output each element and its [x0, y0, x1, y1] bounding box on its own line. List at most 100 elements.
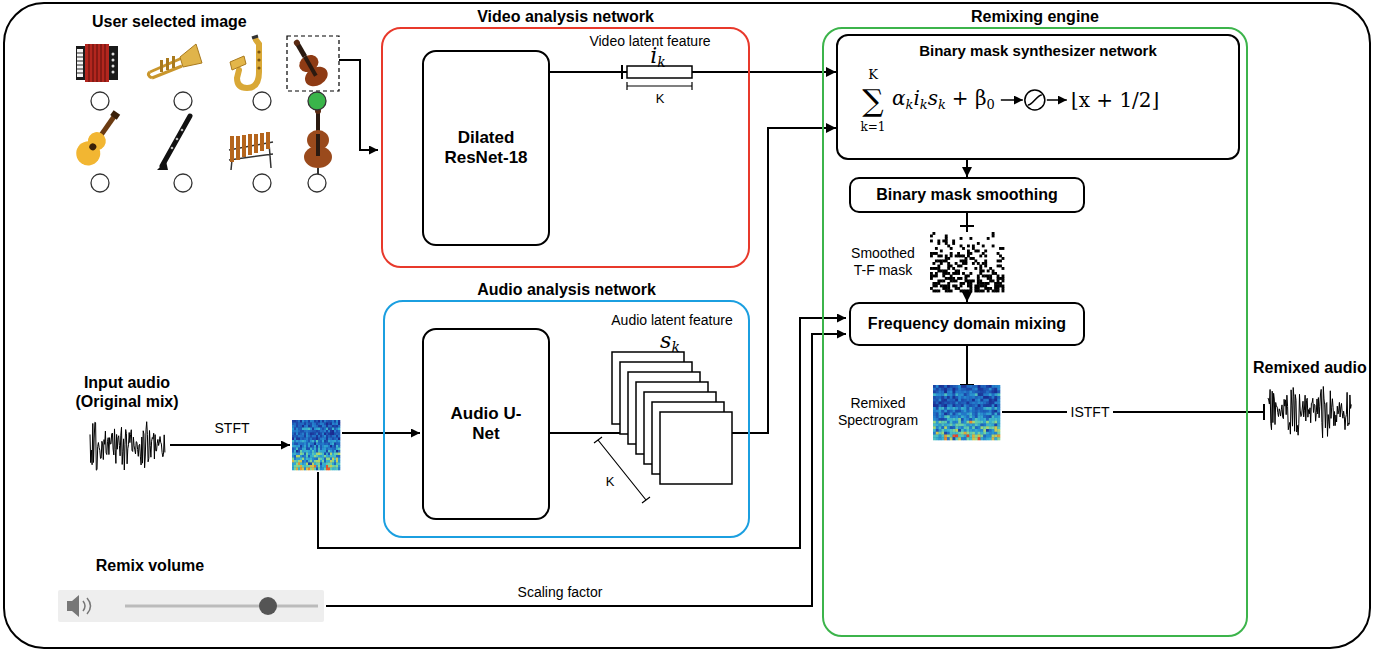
- line-label: Scaling factor: [518, 584, 603, 601]
- remixed-spectrogram: [950, 404, 953, 407]
- tf-mask-image: [932, 267, 935, 270]
- input-spectrogram: [314, 445, 316, 448]
- input-spectrogram: [324, 443, 326, 446]
- input-spectrogram: [294, 425, 296, 428]
- remixed-spectrogram: [958, 396, 961, 399]
- remixed-spectrogram: [958, 391, 961, 394]
- saxophone-icon: [257, 50, 260, 53]
- input-spectrogram: [330, 450, 332, 453]
- input-spectrogram: [292, 468, 294, 471]
- input-spectrogram: [296, 428, 298, 431]
- input-spectrogram: [300, 443, 302, 446]
- remixed-spectrogram: [933, 388, 936, 391]
- input-spectrogram: [306, 465, 308, 468]
- tf-mask-image: [977, 280, 980, 283]
- input-spectrogram: [320, 468, 322, 471]
- input-spectrogram: [330, 440, 332, 443]
- section-heading: Input audio (Original mix): [57, 373, 197, 411]
- remixed-spectrogram: [944, 393, 947, 396]
- input-spectrogram: [314, 440, 316, 443]
- input-spectrogram: [292, 455, 294, 458]
- accordion-icon: [77, 53, 83, 73]
- input-spectrogram: [312, 443, 314, 446]
- input-spectrogram: [328, 443, 330, 446]
- input-spectrogram: [304, 443, 306, 446]
- input-spectrogram: [326, 465, 328, 468]
- input-spectrogram: [312, 460, 314, 463]
- tf-mask-image: [979, 282, 982, 285]
- input-spectrogram: [326, 440, 328, 443]
- tf-mask-image: [957, 272, 960, 275]
- remixed-spectrogram: [975, 418, 978, 421]
- remixed-spectrogram: [953, 404, 956, 407]
- remixed-spectrogram: [961, 402, 964, 405]
- input-spectrogram: [308, 448, 310, 451]
- input-spectrogram: [316, 455, 318, 458]
- remixed-spectrogram: [936, 391, 939, 394]
- remixed-spectrogram: [978, 404, 981, 407]
- input-spectrogram: [320, 435, 322, 438]
- input-spectrogram: [294, 430, 296, 433]
- remixed-spectrogram: [969, 435, 972, 438]
- input-spectrogram: [338, 435, 340, 438]
- remixed-spectrogram: [989, 396, 992, 399]
- input-spectrogram: [314, 453, 316, 456]
- input-spectrogram: [314, 448, 316, 451]
- input-spectrogram: [298, 423, 300, 426]
- remixed-spectrogram: [958, 410, 961, 413]
- remixed-spectrogram: [967, 404, 970, 407]
- remixed-spectrogram: [936, 404, 939, 407]
- input-spectrogram: [320, 450, 322, 453]
- input-spectrogram: [298, 460, 300, 463]
- input-spectrogram: [312, 428, 314, 431]
- remixed-spectrogram: [950, 396, 953, 399]
- input-spectrogram: [322, 435, 324, 438]
- input-spectrogram: [314, 463, 316, 466]
- input-spectrogram: [338, 445, 340, 448]
- remixed-spectrogram: [983, 415, 986, 418]
- input-spectrogram: [294, 465, 296, 468]
- tf-mask-image: [982, 282, 985, 285]
- remixed-spectrogram: [972, 402, 975, 405]
- input-spectrogram: [322, 430, 324, 433]
- remixed-spectrogram: [989, 415, 992, 418]
- tf-mask-image: [962, 272, 965, 275]
- remixed-spectrogram: [953, 424, 956, 427]
- remixed-spectrogram: [964, 399, 967, 402]
- tf-mask-image: [952, 240, 955, 243]
- input-spectrogram: [324, 430, 326, 433]
- remixed-spectrogram: [936, 399, 939, 402]
- input-spectrogram: [308, 425, 310, 428]
- selected-radio-button: [308, 92, 326, 110]
- input-spectrogram: [328, 460, 330, 463]
- remixed-spectrogram: [941, 404, 944, 407]
- tf-mask-image: [987, 275, 990, 278]
- input-spectrogram: [302, 420, 304, 423]
- remixed-spectrogram: [992, 429, 995, 432]
- tf-mask-image: [982, 285, 985, 288]
- remixed-spectrogram: [975, 421, 978, 424]
- remixed-spectrogram: [964, 432, 967, 435]
- tf-mask-image: [960, 255, 963, 258]
- remixed-spectrogram: [941, 413, 944, 416]
- input-spectrogram: [318, 460, 320, 463]
- input-spectrogram: [324, 420, 326, 423]
- remixed-spectrogram: [950, 391, 953, 394]
- tf-mask-image: [932, 262, 935, 265]
- tf-mask-image: [972, 257, 975, 260]
- remixed-spectrogram: [961, 393, 964, 396]
- input-spectrogram: [316, 423, 318, 426]
- remixed-spectrogram: [997, 404, 1000, 407]
- input-spectrogram: [306, 448, 308, 451]
- remixed-spectrogram: [950, 407, 953, 410]
- input-spectrogram: [306, 435, 308, 438]
- input-spectrogram: [298, 425, 300, 428]
- remixed-spectrogram: [967, 424, 970, 427]
- input-spectrogram: [302, 430, 304, 433]
- remixed-spectrogram: [992, 404, 995, 407]
- rounding-function: ⌊x + 1/2⌋: [1071, 88, 1160, 112]
- input-spectrogram: [300, 425, 302, 428]
- saxophone-icon: [230, 36, 261, 88]
- remixed-spectrogram: [967, 399, 970, 402]
- input-spectrogram: [300, 453, 302, 456]
